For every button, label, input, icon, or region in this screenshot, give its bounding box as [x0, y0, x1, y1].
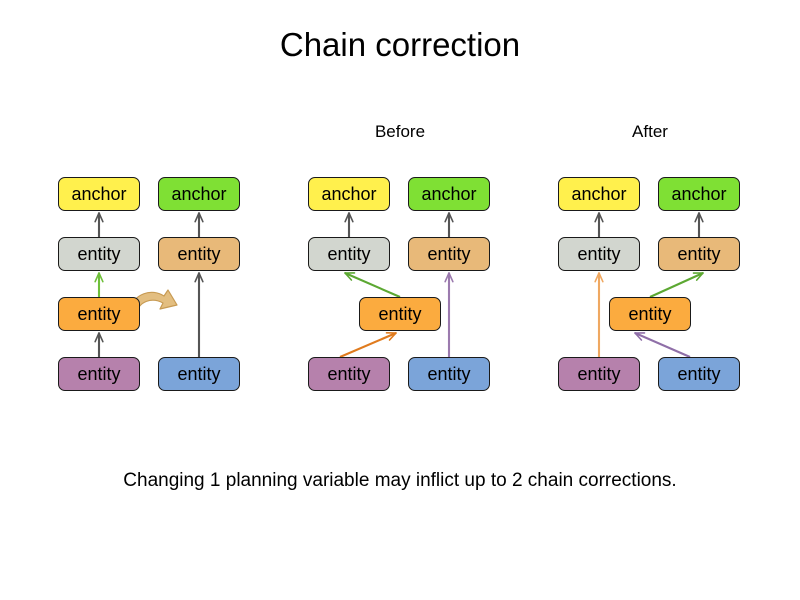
- edge-purple-to-grey: [594, 272, 604, 357]
- edge-tan-to-anchor-green-head: [444, 212, 454, 223]
- slide-caption: Changing 1 planning variable may inflict…: [123, 470, 677, 491]
- edge-orange-to-grey-head: [344, 272, 356, 281]
- edge-blue-to-tan: [444, 272, 454, 357]
- node-label: entity: [378, 304, 422, 324]
- page-title: Chain correction: [279, 26, 521, 63]
- edge-tan-to-anchor-green: [694, 212, 704, 237]
- edge-blue-to-tan-head: [444, 272, 454, 283]
- before-entity-orange[interactable]: entity: [359, 297, 441, 331]
- edge-orange-to-grey-head: [94, 272, 104, 283]
- edge-blue-to-orange: [634, 332, 691, 358]
- after-entity-orange[interactable]: entity: [609, 297, 691, 331]
- node-label: entity: [177, 244, 221, 264]
- node-label: entity: [677, 364, 721, 384]
- edge-grey-to-anchor-yellow-head: [344, 212, 354, 223]
- edge-orange-to-grey: [344, 272, 401, 298]
- panel-label-before: Before: [374, 122, 426, 141]
- edge-blue-to-tan: [194, 272, 204, 357]
- node-label: entity: [77, 244, 121, 264]
- edge-grey-to-anchor-yellow-head: [94, 212, 104, 223]
- node-label: entity: [327, 364, 371, 384]
- node-label: anchor: [571, 184, 627, 204]
- edge-orange-to-tan: [649, 272, 704, 298]
- node-label: entity: [327, 244, 371, 264]
- edge-blue-to-orange-head: [634, 332, 646, 341]
- panel-label-after: After: [632, 122, 668, 141]
- initial-entity-tan[interactable]: entity: [158, 237, 240, 271]
- initial-entity-blue[interactable]: entity: [158, 357, 240, 391]
- edge-purple-to-orange-head: [94, 332, 104, 343]
- edge-grey-to-anchor-yellow: [594, 212, 604, 237]
- node-label: anchor: [421, 184, 477, 204]
- initial-entity-grey[interactable]: entity: [58, 237, 140, 271]
- edge-tan-to-anchor-green-head: [694, 212, 704, 223]
- edge-purple-to-grey-head: [594, 272, 604, 283]
- node-label: entity: [677, 244, 721, 264]
- initial-entity-purple[interactable]: entity: [58, 357, 140, 391]
- node-label: entity: [177, 364, 221, 384]
- initial-entity-orange[interactable]: entity: [58, 297, 140, 331]
- edge-purple-to-orange-head: [385, 332, 397, 341]
- node-label: entity: [427, 364, 471, 384]
- node-label: entity: [427, 244, 471, 264]
- after-entity-purple[interactable]: entity: [558, 357, 640, 391]
- node-label: anchor: [321, 184, 377, 204]
- edge-tan-to-anchor-green: [444, 212, 454, 237]
- before-anchor-yellow[interactable]: anchor: [308, 177, 390, 211]
- after-entity-tan[interactable]: entity: [658, 237, 740, 271]
- node-label: entity: [628, 304, 672, 324]
- before-entity-blue[interactable]: entity: [408, 357, 490, 391]
- edge-grey-to-anchor-yellow: [344, 212, 354, 237]
- edge-purple-to-orange: [339, 332, 397, 358]
- initial-anchor-yellow[interactable]: anchor: [58, 177, 140, 211]
- node-label: entity: [577, 364, 621, 384]
- after-entity-blue[interactable]: entity: [658, 357, 740, 391]
- edge-grey-to-anchor-yellow: [94, 212, 104, 237]
- after-anchor-yellow[interactable]: anchor: [558, 177, 640, 211]
- node-label: anchor: [71, 184, 127, 204]
- after-anchor-green[interactable]: anchor: [658, 177, 740, 211]
- before-entity-tan[interactable]: entity: [408, 237, 490, 271]
- before-entity-purple[interactable]: entity: [308, 357, 390, 391]
- node-label: entity: [577, 244, 621, 264]
- initial-anchor-green[interactable]: anchor: [158, 177, 240, 211]
- node-label: entity: [77, 304, 121, 324]
- before-entity-grey[interactable]: entity: [308, 237, 390, 271]
- move-curve-arrow: [128, 289, 178, 315]
- edge-tan-to-anchor-green-head: [194, 212, 204, 223]
- node-label: anchor: [671, 184, 727, 204]
- before-anchor-green[interactable]: anchor: [408, 177, 490, 211]
- node-label: anchor: [171, 184, 227, 204]
- edge-purple-to-orange: [94, 332, 104, 357]
- edge-tan-to-anchor-green: [194, 212, 204, 237]
- edge-grey-to-anchor-yellow-head: [594, 212, 604, 223]
- edge-orange-to-grey: [94, 272, 104, 297]
- edge-orange-to-tan-head: [692, 272, 704, 281]
- node-label: entity: [77, 364, 121, 384]
- edge-blue-to-tan-head: [194, 272, 204, 283]
- after-entity-grey[interactable]: entity: [558, 237, 640, 271]
